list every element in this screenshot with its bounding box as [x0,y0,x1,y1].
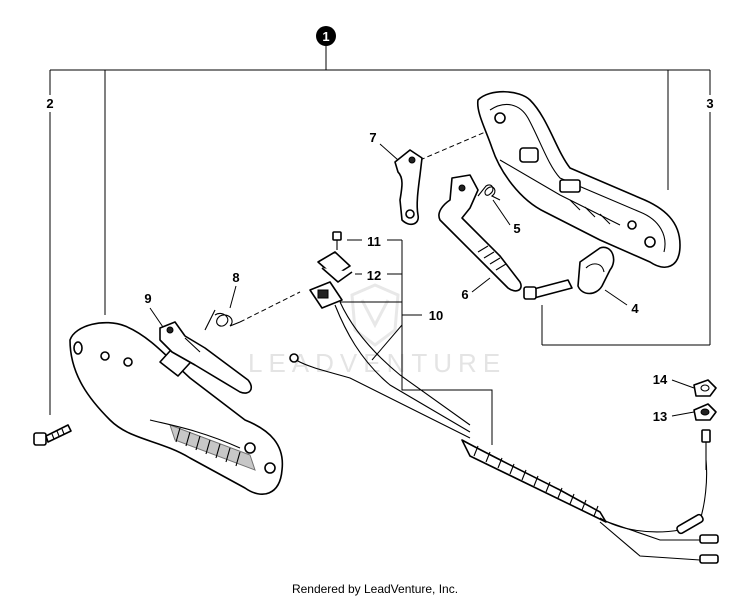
callout-14: 14 [653,372,668,387]
screw-part-2 [33,424,72,446]
assembly-number: 1 [322,29,329,44]
watermark-text: LEADVENTURE [248,348,506,378]
callout-6: 6 [461,287,468,302]
stop-switch-harness-part-10 [289,281,719,564]
callout-9: 9 [144,291,151,306]
right-handle-housing-part-3 [476,90,681,268]
torsion-spring-part-8 [204,309,241,331]
plate-part-12 [317,251,353,283]
throttle-trigger-part-9 [159,321,252,394]
nut-part-13 [693,403,717,421]
screw-part-11 [332,231,342,250]
callout-4: 4 [631,301,639,316]
footer-credit: Rendered by LeadVenture, Inc. [291,582,459,596]
callout-leaders [149,129,695,445]
callout-13: 13 [653,409,667,424]
callout-8: 8 [232,270,239,285]
assembly-marker: 1 [316,26,336,46]
callout-7: 7 [369,130,376,145]
callout-10: 10 [429,308,443,323]
callout-3: 3 [706,96,713,111]
callout-12: 12 [367,268,381,283]
assembly-bracket [49,46,711,415]
callout-2: 2 [46,96,53,111]
leadventure-watermark: LEADVENTURE [248,283,506,378]
throttle-lever-part-6 [438,174,522,292]
lockout-lever-part-7 [394,149,423,226]
callout-11: 11 [367,234,381,249]
callout-5: 5 [513,221,520,236]
spring-part-5 [477,184,501,201]
clamp-bolt-part-4 [523,246,615,300]
nut-part-14 [693,379,717,397]
